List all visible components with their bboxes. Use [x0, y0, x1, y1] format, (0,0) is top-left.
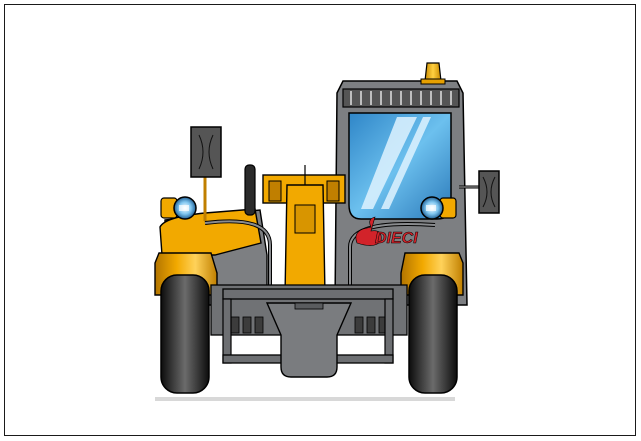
headlight-left	[160, 196, 197, 220]
illustration-frame: DIECI	[4, 4, 636, 436]
cab-roof-ribs	[350, 91, 452, 105]
carriage-right-post	[384, 298, 394, 364]
tire-right	[408, 274, 458, 394]
boom-bracket-left	[268, 180, 282, 202]
windshield-glare	[361, 117, 431, 209]
headlight-right	[420, 196, 457, 220]
boom-arm	[284, 184, 326, 296]
telehandler-front-view: DIECI	[154, 62, 500, 401]
carriage-left-post	[222, 298, 232, 364]
ground-shadow	[155, 397, 455, 401]
dieci-logo-text: DIECI	[375, 230, 418, 247]
boom-cylinder-plate	[294, 204, 316, 234]
beacon-base	[420, 78, 446, 85]
mirror-right	[459, 170, 500, 214]
boom-bracket-right	[326, 180, 340, 202]
tire-left	[160, 274, 210, 394]
carriage-top-bar	[222, 288, 394, 300]
mirror-left	[190, 126, 222, 221]
exhaust-pipe	[244, 164, 256, 216]
dieci-logo: DIECI	[355, 216, 418, 247]
fork-carriage-plate	[265, 302, 353, 378]
beacon-light	[424, 62, 442, 82]
axle-components	[230, 316, 388, 334]
dieci-logo-mark	[355, 216, 382, 246]
